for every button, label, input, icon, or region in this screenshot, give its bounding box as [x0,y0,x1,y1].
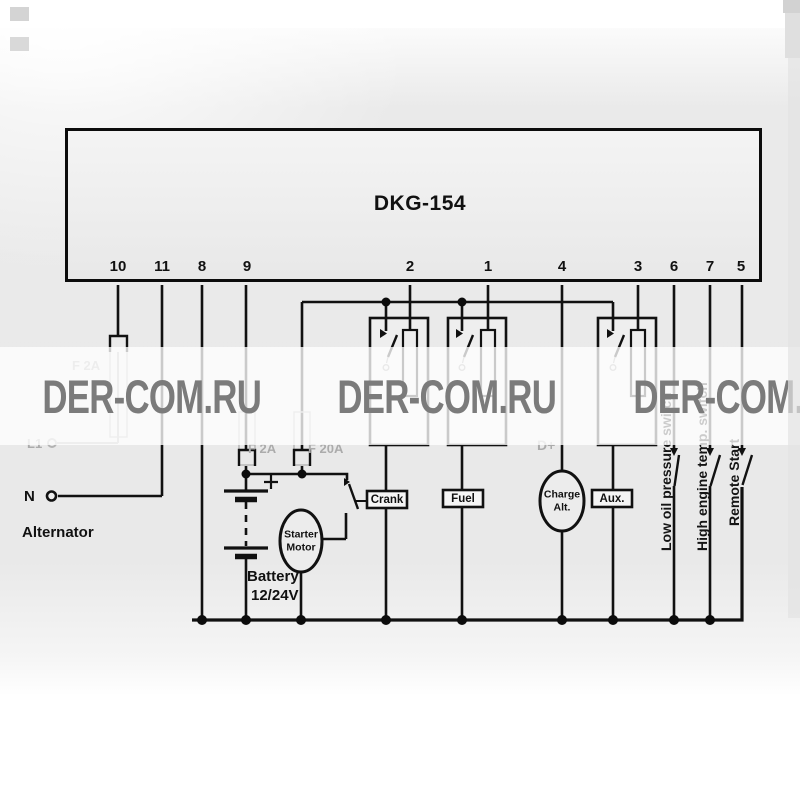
junction-dot [608,615,618,625]
fuse-f20a-cap [292,448,312,466]
starter-switch-blade [347,483,360,510]
watermark-text: DER-COM.RU [337,369,557,423]
junction-dot [381,297,391,307]
fuel-label: Fuel [451,493,475,505]
input-switches [670,448,754,487]
junction-dot [241,615,251,625]
edge-artifact [788,58,800,618]
junction-dot [296,615,306,625]
terminal-7: 7 [705,258,715,275]
junction-dot [457,297,467,307]
lowoil-switch-arrow [670,448,678,456]
junction-dot [457,615,467,625]
controller-box [65,128,762,282]
starter-switch [344,478,368,510]
starter-motor-symbol [278,508,324,574]
neutral-terminal-circle [45,490,58,502]
terminal-2: 2 [405,258,415,275]
terminal-3: 3 [633,258,643,275]
remote-start-label: Remote Start [726,438,742,526]
hightemp-switch-blade [709,454,722,487]
terminal-10: 10 [109,258,127,275]
charge-label-line2: Alt. [553,501,571,514]
wire-starter-contact [323,513,348,541]
crank-label: Crank [370,494,404,506]
lowoil-switch-blade [673,454,681,487]
battery-label-line1: Battery [247,568,299,585]
relay-crank-contact-arrow [380,329,387,338]
terminal-8: 8 [197,258,207,275]
crank-box [365,489,409,510]
remote-switch-blade [741,454,754,486]
junction-dot [705,615,715,625]
starter-label-line1: Starter [284,528,318,541]
wire-battery-plus [244,466,349,491]
watermark-text: DER-COM.RU [633,369,800,423]
relay-aux-contact-arrow [607,329,614,338]
output-label-boxes [365,488,634,510]
relay-switch-feeds [384,302,615,331]
junction-dot [197,615,207,625]
junction-dot [241,469,251,479]
battery-label-line2: 12/24V [251,587,299,604]
terminal-9: 9 [242,258,252,275]
battery-symbol [224,475,278,560]
aux-label: Aux. [599,493,625,505]
remote-switch-arrow [738,448,746,456]
relay-internals [380,285,647,620]
fuse-caps [108,334,312,466]
terminal-6: 6 [669,258,679,275]
relay-coil-feeds [408,285,640,330]
fuel-box [441,488,485,509]
corner-artifact [785,13,800,58]
watermark-text: DER-COM.RU [42,369,262,423]
controller-title: DKG-154 [373,192,467,215]
charge-label-line1: Charge [543,488,581,501]
junction-dot [557,615,567,625]
relay-output-wires [384,445,615,620]
corner-artifact [10,37,29,51]
alternator-label: Alternator [22,524,94,541]
battery-long-plates [224,489,268,550]
terminal-11: 11 [154,258,170,275]
aux-box [590,488,634,509]
terminal-4: 4 [557,258,567,275]
starter-switch-arrow [344,478,350,486]
charge-alternator-symbol [538,469,586,533]
junction-dot [381,615,391,625]
fuse-f2a-cap [237,448,257,466]
junction-dots [197,297,715,625]
battery-short-plates [235,496,257,560]
corner-artifact [10,7,29,21]
starter-label-line2: Motor [286,541,316,554]
junction-dot [669,615,679,625]
relay-fuel-contact-arrow [456,329,463,338]
corner-artifact [783,0,800,13]
junction-dot [297,469,307,479]
watermark-band: DER-COM.RU DER-COM.RU DER-COM.RU [0,347,800,445]
battery-plus-sign [264,475,278,489]
terminal-5: 5 [736,258,746,275]
wire-ground-bus [192,487,744,622]
neutral-label: N [24,488,35,505]
terminal-1: 1 [483,258,493,275]
fuse-l1-cap [108,334,129,352]
hightemp-switch-arrow [706,448,714,456]
